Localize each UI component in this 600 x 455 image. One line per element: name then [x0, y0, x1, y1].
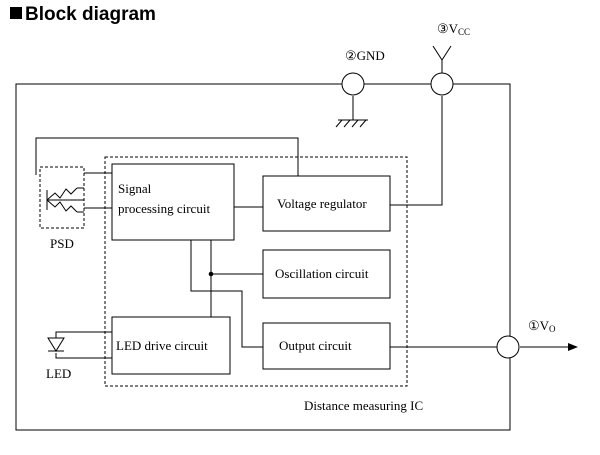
led-icon [47, 337, 65, 352]
vo-pin-label: ①VO [528, 318, 556, 334]
output-arrow-icon [568, 343, 578, 351]
led-drive-block [111, 316, 231, 375]
voltage-regulator-label: Voltage regulator [277, 196, 367, 211]
junction-dot [208, 271, 214, 277]
output-block [262, 322, 391, 370]
signal-processing-block [111, 163, 235, 241]
voltage-regulator-block [262, 175, 391, 232]
gnd-pin-label: ②GND [345, 48, 385, 63]
led-drive-label: LED drive circuit [116, 338, 208, 353]
led-label: LED [46, 366, 71, 381]
vcc-pin-circle [430, 72, 454, 96]
ground-symbol-icon [335, 119, 368, 128]
gnd-pin-circle [341, 72, 365, 96]
vo-pin-circle [496, 335, 520, 359]
diagram-title: Block diagram [10, 4, 156, 26]
ic-label: Distance measuring IC [304, 398, 423, 413]
psd-icon [39, 166, 85, 229]
vcc-pin-label: ③VCC [437, 21, 470, 37]
title-text: Block diagram [25, 4, 156, 25]
oscillation-label: Oscillation circuit [275, 266, 369, 281]
oscillation-block [262, 249, 391, 299]
signal-processing-label: Signal processing circuit [118, 181, 210, 216]
output-label: Output circuit [279, 338, 352, 353]
title-bullet-icon [10, 7, 22, 19]
outer-frame [15, 83, 511, 431]
ic-boundary [104, 156, 408, 387]
wiring [35, 45, 568, 359]
psd-label: PSD [50, 236, 74, 251]
